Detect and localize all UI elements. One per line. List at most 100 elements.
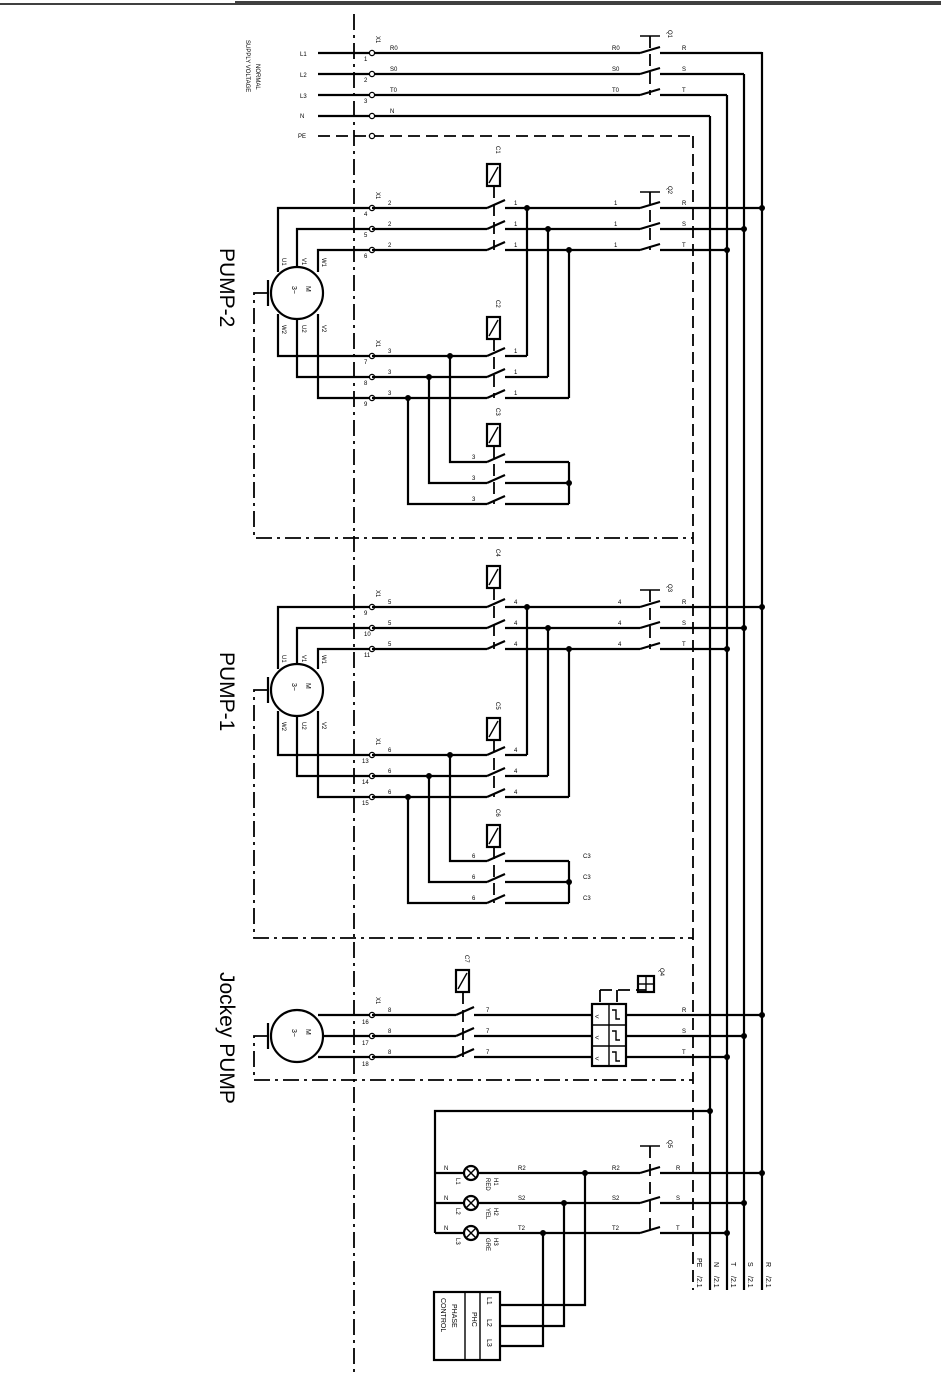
svg-text:T: T (676, 1226, 680, 1232)
phase-pe-label: PE (298, 134, 306, 140)
svg-text:U2: U2 (300, 325, 306, 333)
svg-text:1: 1 (514, 243, 518, 249)
svg-text:7: 7 (486, 1029, 490, 1035)
busbar-label-pe: PE (695, 1258, 702, 1268)
svg-text:L2: L2 (454, 1208, 460, 1215)
svg-text:14: 14 (362, 780, 369, 786)
svg-text:C3: C3 (494, 408, 500, 416)
svg-text:C2: C2 (494, 300, 500, 308)
svg-text:13: 13 (362, 759, 369, 765)
svg-text:S: S (676, 1196, 680, 1202)
svg-text:4: 4 (514, 600, 518, 606)
svg-text:1: 1 (514, 222, 518, 228)
svg-text:4: 4 (618, 600, 622, 606)
svg-text:X1: X1 (374, 340, 380, 348)
svg-text:T: T (682, 88, 686, 94)
svg-text:2: 2 (388, 243, 392, 249)
svg-text:C7: C7 (463, 955, 469, 963)
breaker-q1-label: Q1 (666, 30, 672, 39)
phase-l3-label: L3 (300, 94, 307, 100)
busbar-ref-n: /2.1 (712, 1276, 719, 1288)
svg-text:9: 9 (364, 611, 368, 617)
lamp-h2-yellow: N L2 H2 YEL S2 (435, 1194, 640, 1220)
svg-text:6: 6 (388, 769, 392, 775)
svg-text:Q5: Q5 (666, 1140, 672, 1149)
svg-text:T: T (682, 642, 686, 648)
svg-text:1: 1 (614, 201, 618, 207)
svg-text:6: 6 (472, 896, 476, 902)
svg-text:W1: W1 (320, 655, 326, 665)
svg-text:11: 11 (364, 653, 371, 659)
svg-text:R: R (682, 600, 687, 606)
svg-text:8: 8 (388, 1029, 392, 1035)
supply-term-2: 2 (364, 78, 368, 84)
svg-text:4: 4 (364, 212, 368, 218)
svg-text:N: N (444, 1196, 448, 1202)
supply-strip-label: X1 (374, 36, 380, 44)
busbar-ref-t: /2.1 (729, 1276, 736, 1288)
svg-text:1: 1 (614, 222, 618, 228)
busbar-labels: R S T N PE /2.1 /2.1 /2.1 /2.1 /2.1 (695, 1258, 771, 1288)
phase-control-box: L1 L2 L3 PHC PHASE CONTROL (432, 1290, 502, 1362)
svg-text:C6: C6 (494, 809, 500, 817)
indication-section: N L1 H1 RED R2 N L2 H2 YEL S2 N L3 H3 (432, 1108, 765, 1362)
svg-text:6: 6 (364, 254, 368, 260)
supply-wire-r0: R0 (390, 46, 398, 52)
svg-text:10: 10 (364, 632, 371, 638)
jockey-q4-overload: < < < Q4 (590, 968, 664, 1068)
svg-text:V1: V1 (300, 258, 306, 266)
svg-text:7: 7 (486, 1050, 490, 1056)
svg-text:R: R (682, 46, 687, 52)
pump2-title: PUMP-2 (215, 248, 238, 327)
svg-text:1: 1 (514, 201, 518, 207)
busbar-label-n: N (712, 1262, 719, 1267)
busbar-ref-pe: /2.1 (695, 1276, 702, 1288)
busbar-label-s: S (746, 1262, 753, 1267)
svg-text:T: T (682, 1050, 686, 1056)
svg-text:C5: C5 (494, 702, 500, 710)
svg-text:N: N (444, 1166, 448, 1172)
svg-text:PHC: PHC (470, 1312, 477, 1327)
svg-text:3: 3 (388, 370, 392, 376)
svg-text:S: S (682, 222, 686, 228)
phase-l1-label: L1 (300, 52, 307, 58)
svg-text:R2: R2 (518, 1166, 526, 1172)
svg-text:Q2: Q2 (666, 186, 672, 195)
svg-text:R: R (676, 1166, 681, 1172)
svg-text:<: < (595, 1035, 599, 1042)
svg-text:6: 6 (472, 875, 476, 881)
svg-text:V2: V2 (320, 325, 326, 333)
svg-text:5: 5 (388, 642, 392, 648)
svg-text:5: 5 (388, 621, 392, 627)
svg-text:7: 7 (364, 360, 368, 366)
svg-text:S: S (682, 621, 686, 627)
supply-label-line1: NORMAL (254, 64, 260, 90)
svg-text:X1: X1 (374, 997, 380, 1005)
svg-text:C3: C3 (583, 896, 591, 902)
svg-text:2: 2 (388, 222, 392, 228)
svg-text:3~: 3~ (290, 683, 297, 691)
svg-text:4: 4 (618, 621, 622, 627)
svg-text:X1: X1 (374, 192, 380, 200)
svg-text:H3: H3 (492, 1238, 498, 1246)
svg-text:7: 7 (486, 1008, 490, 1014)
phase-l2-label: L2 (300, 73, 307, 79)
svg-text:L1: L1 (454, 1178, 460, 1185)
svg-text:R: R (682, 201, 687, 207)
svg-text:W1: W1 (320, 258, 326, 268)
svg-text:U1: U1 (280, 258, 286, 266)
phase-n-label: N (300, 114, 304, 120)
pump1-title: PUMP-1 (215, 652, 238, 731)
svg-text:1: 1 (614, 243, 618, 249)
svg-text:R: R (682, 1008, 687, 1014)
busbar-ref-s: /2.1 (746, 1276, 753, 1288)
svg-text:L2: L2 (485, 1319, 492, 1327)
svg-text:S: S (682, 67, 686, 73)
svg-text:8: 8 (388, 1008, 392, 1014)
svg-text:17: 17 (362, 1041, 369, 1047)
svg-text:GRE: GRE (484, 1238, 490, 1251)
jockey-title: Jockey PUMP (215, 972, 238, 1104)
supply-term-1: 1 (364, 57, 368, 63)
svg-text:H1: H1 (492, 1178, 498, 1186)
svg-text:4: 4 (514, 642, 518, 648)
